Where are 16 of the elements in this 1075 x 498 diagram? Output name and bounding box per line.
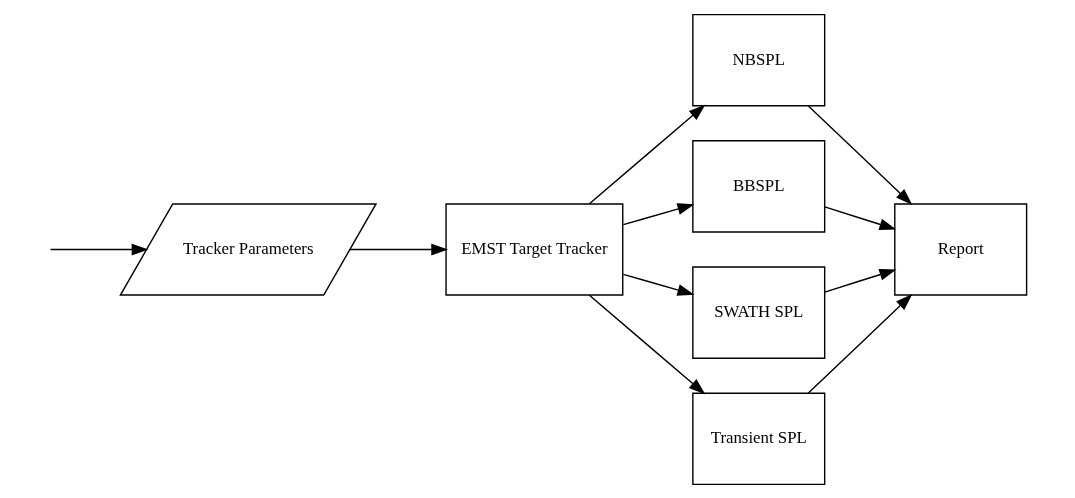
arrow — [807, 104, 912, 205]
arrow — [588, 104, 705, 204]
node-box: EMST Target Tracker — [444, 202, 623, 296]
node-box: BBSPL — [691, 139, 825, 233]
arrow — [49, 243, 148, 255]
arrow — [823, 205, 896, 230]
arrow — [622, 273, 694, 296]
node-box: Transient SPL — [691, 392, 825, 485]
arrow — [588, 294, 705, 394]
arrow — [823, 268, 896, 293]
node-box: SWATH SPL — [691, 265, 825, 359]
node-box: NBSPL — [691, 13, 825, 106]
arrow — [807, 293, 912, 394]
arrow — [622, 202, 694, 225]
arrow — [348, 243, 448, 255]
node-box: Report — [893, 202, 1027, 296]
